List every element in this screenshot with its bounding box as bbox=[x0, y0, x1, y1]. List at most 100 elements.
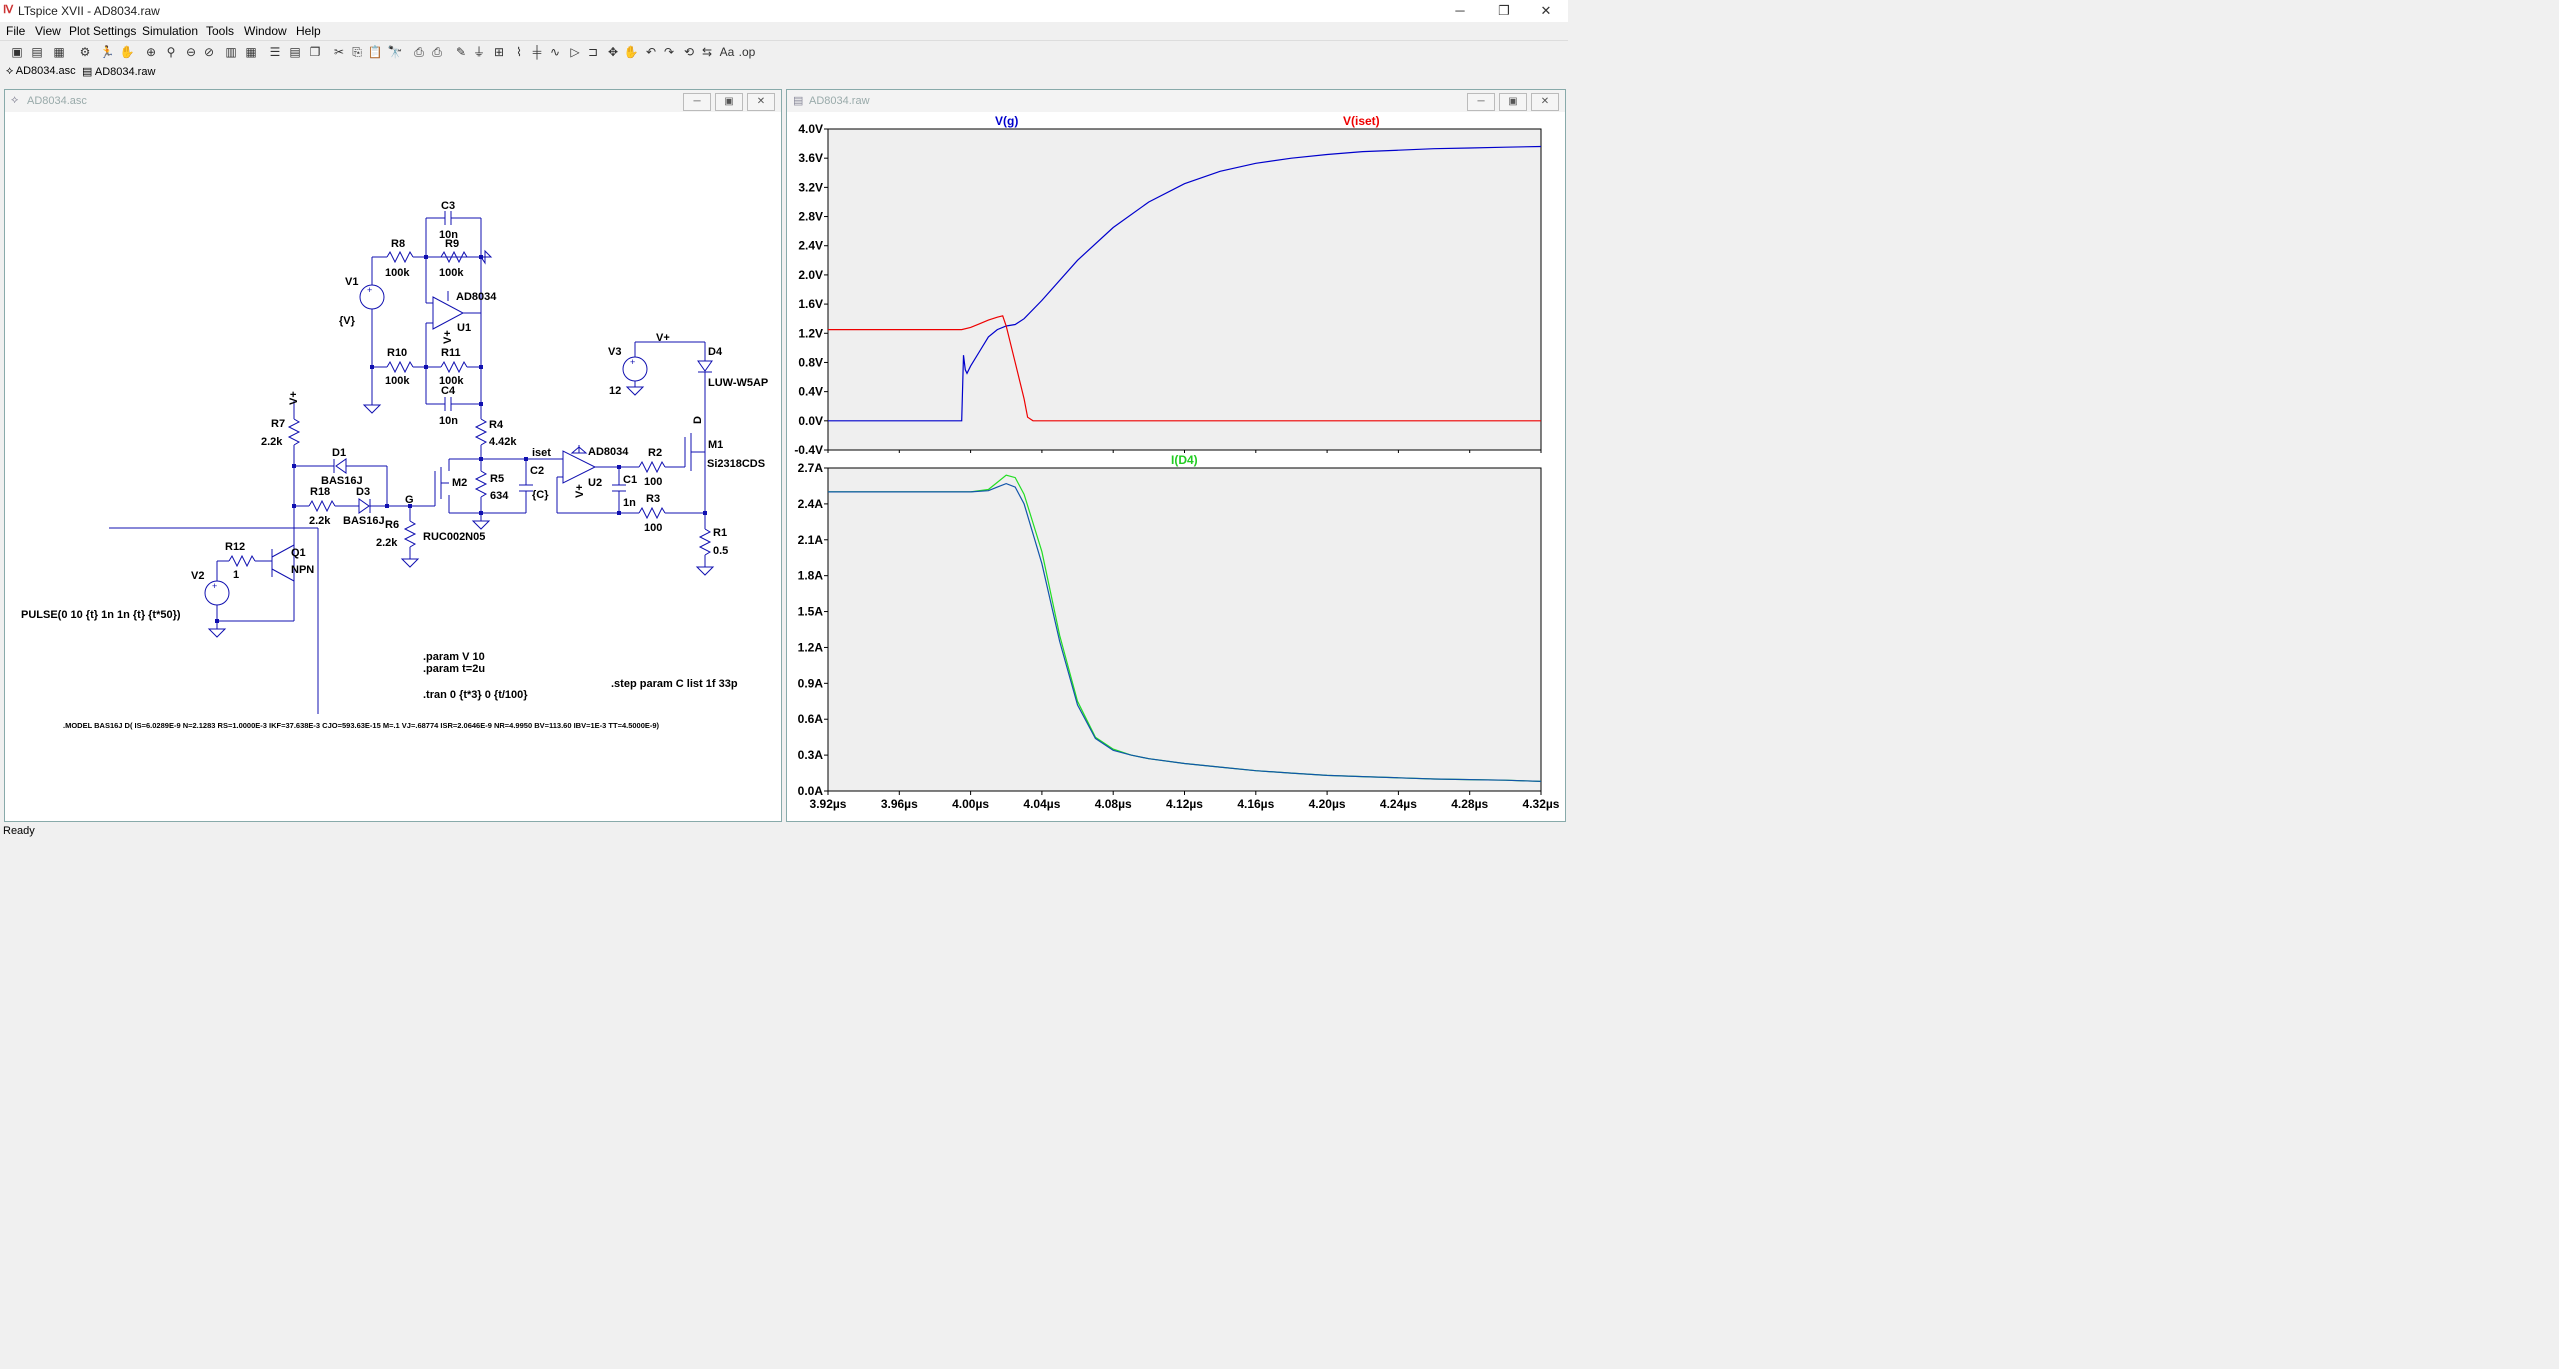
undo-icon[interactable]: ↶ bbox=[645, 45, 657, 59]
spice-pulse-text[interactable]: PULSE(0 10 {t} 1n 1n {t} {t*50}) bbox=[21, 609, 181, 621]
menu-tools[interactable]: Tools bbox=[206, 24, 235, 38]
x-tick-label: 4.20µs bbox=[1309, 797, 1346, 811]
spice-param-t[interactable]: .param t=2u bbox=[423, 663, 485, 675]
menu-window[interactable]: Window bbox=[244, 24, 287, 38]
wire-icon[interactable]: ✎ bbox=[455, 45, 467, 59]
zoom-cancel-icon[interactable]: ⊘ bbox=[203, 45, 215, 59]
open-icon[interactable]: ▤ bbox=[31, 45, 43, 59]
menu-view[interactable]: View bbox=[35, 24, 61, 38]
spice-step-directive[interactable]: .step param C list 1f 33p bbox=[611, 678, 738, 690]
label-m2-value: RUC002N05 bbox=[423, 531, 485, 543]
label-q1: Q1 bbox=[291, 547, 306, 559]
label-u1: U1 bbox=[457, 322, 471, 334]
diode-icon[interactable]: ▷ bbox=[570, 45, 580, 59]
x-tick-label: 3.92µs bbox=[810, 797, 847, 811]
close-icon[interactable]: ✕ bbox=[1531, 93, 1559, 111]
label-v3: V3 bbox=[608, 346, 621, 358]
plot-pane-voltage[interactable] bbox=[827, 128, 1542, 451]
cut-icon[interactable]: ✂ bbox=[333, 45, 345, 59]
label-net-vplus: V+ bbox=[656, 332, 670, 344]
close-icon[interactable]: ✕ bbox=[747, 93, 775, 111]
label-u2-vplus: V+ bbox=[574, 484, 586, 498]
move-icon[interactable]: ✥ bbox=[607, 45, 619, 59]
ground-icon[interactable]: ⏚ bbox=[472, 45, 485, 59]
y-tick-label: 1.2V bbox=[798, 326, 823, 340]
cascade-icon[interactable]: ❐ bbox=[309, 45, 321, 59]
trace-id4-step2[interactable] bbox=[828, 482, 1542, 782]
y-tick-label: 0.0A bbox=[798, 784, 824, 798]
component-icon[interactable]: ⊐ bbox=[587, 45, 599, 59]
close-icon[interactable]: ✕ bbox=[1540, 3, 1552, 18]
minimize-icon[interactable]: ─ bbox=[1455, 3, 1465, 18]
spice-model-directive[interactable]: .MODEL BAS16J D( IS=6.0289E-9 N=2.1283 R… bbox=[63, 721, 660, 730]
y-tick-label: 1.5A bbox=[798, 605, 824, 619]
spice-tran-directive[interactable]: .tran 0 {t*3} 0 {t/100} bbox=[423, 689, 528, 701]
text-icon[interactable]: Aa bbox=[719, 45, 735, 59]
label-c1-value: 1n bbox=[623, 497, 636, 509]
y-tick-label: 1.6V bbox=[798, 297, 823, 311]
y-tick-label: 0.4V bbox=[798, 385, 823, 399]
spice-param-v[interactable]: .param V 10 bbox=[423, 651, 485, 663]
mirror-icon[interactable]: ⇆ bbox=[701, 45, 713, 59]
label-r18: R18 bbox=[310, 486, 330, 498]
schematic-canvas[interactable]: + bbox=[5, 112, 781, 820]
label-v2: V2 bbox=[191, 570, 204, 582]
copy-icon[interactable]: ⎘ bbox=[352, 45, 362, 59]
zoom-out-icon[interactable]: ⊖ bbox=[185, 45, 197, 59]
legend-id4[interactable]: I(D4) bbox=[1171, 453, 1198, 467]
spice-directive-icon[interactable]: .op bbox=[738, 45, 756, 59]
grid-icon[interactable]: ▦ bbox=[245, 45, 257, 59]
waveform-plots[interactable]: 4.0V3.6V3.2V2.8V2.4V2.0V1.6V1.2V0.8V0.4V… bbox=[787, 112, 1565, 820]
print-preview-icon[interactable]: ⎙ bbox=[432, 45, 442, 59]
minimize-icon[interactable]: ─ bbox=[683, 93, 711, 111]
x-tick-label: 4.00µs bbox=[952, 797, 989, 811]
zoom-pan-icon[interactable]: ⚲ bbox=[166, 45, 176, 59]
menu-file[interactable]: File bbox=[6, 24, 26, 38]
label-r2-value: 100 bbox=[644, 476, 662, 488]
schematic-icon: ⟡ bbox=[11, 94, 19, 106]
y-tick-label: -0.4V bbox=[794, 443, 823, 457]
run-icon[interactable]: 🏃 bbox=[99, 45, 115, 59]
legend-vg[interactable]: V(g) bbox=[995, 114, 1018, 128]
trace-vg[interactable] bbox=[828, 145, 1542, 422]
label-d1: D1 bbox=[332, 447, 346, 459]
label-r9: R9 bbox=[445, 238, 459, 250]
control-panel-icon[interactable]: ⚙ bbox=[79, 45, 91, 59]
new-schematic-icon[interactable]: ▣ bbox=[11, 45, 23, 59]
minimize-icon[interactable]: ─ bbox=[1467, 93, 1495, 111]
y-tick-label: 2.0V bbox=[798, 268, 823, 282]
maximize-icon[interactable]: ❐ bbox=[1498, 3, 1510, 18]
label-u2-model: AD8034 bbox=[588, 446, 629, 458]
menu-plot-settings[interactable]: Plot Settings bbox=[69, 24, 137, 38]
menu-simulation[interactable]: Simulation bbox=[142, 24, 199, 38]
tab-schematic[interactable]: ⟡ AD8034.asc bbox=[6, 65, 76, 78]
menu-help[interactable]: Help bbox=[296, 24, 321, 38]
paste-icon[interactable]: 📋 bbox=[367, 45, 383, 59]
tile-horizontal-icon[interactable]: ☰ bbox=[269, 45, 281, 59]
rotate-icon[interactable]: ⟲ bbox=[683, 45, 695, 59]
capacitor-icon[interactable]: ╪ bbox=[532, 45, 542, 59]
plot-pane-current[interactable] bbox=[827, 467, 1542, 792]
window-title: LTspice XVII - AD8034.raw bbox=[18, 4, 160, 18]
legend-viset[interactable]: V(iset) bbox=[1343, 114, 1380, 128]
label-d3: D3 bbox=[356, 486, 370, 498]
autorange-icon[interactable]: ▥ bbox=[225, 45, 237, 59]
y-tick-label: 4.0V bbox=[798, 122, 823, 136]
find-icon[interactable]: 🔭 bbox=[387, 45, 403, 59]
zoom-in-icon[interactable]: ⊕ bbox=[145, 45, 157, 59]
tab-waveform[interactable]: ▤ AD8034.raw bbox=[82, 65, 155, 78]
label-r1-value: 0.5 bbox=[713, 545, 728, 557]
tile-vertical-icon[interactable]: ▤ bbox=[289, 45, 301, 59]
print-icon[interactable]: ⎙ bbox=[414, 45, 424, 59]
restore-icon[interactable]: ▣ bbox=[1499, 93, 1527, 111]
restore-icon[interactable]: ▣ bbox=[715, 93, 743, 111]
save-icon[interactable]: ▦ bbox=[53, 45, 65, 59]
label-r5-value: 634 bbox=[490, 490, 509, 502]
trace-viset[interactable] bbox=[828, 315, 1541, 422]
drag-icon[interactable]: ✋ bbox=[623, 45, 639, 59]
halt-icon[interactable]: ✋ bbox=[119, 45, 135, 59]
label-net-icon[interactable]: ⊞ bbox=[493, 45, 505, 59]
redo-icon[interactable]: ↷ bbox=[663, 45, 675, 59]
inductor-icon[interactable]: ∿ bbox=[549, 45, 561, 59]
resistor-icon[interactable]: ⌇ bbox=[516, 45, 522, 59]
